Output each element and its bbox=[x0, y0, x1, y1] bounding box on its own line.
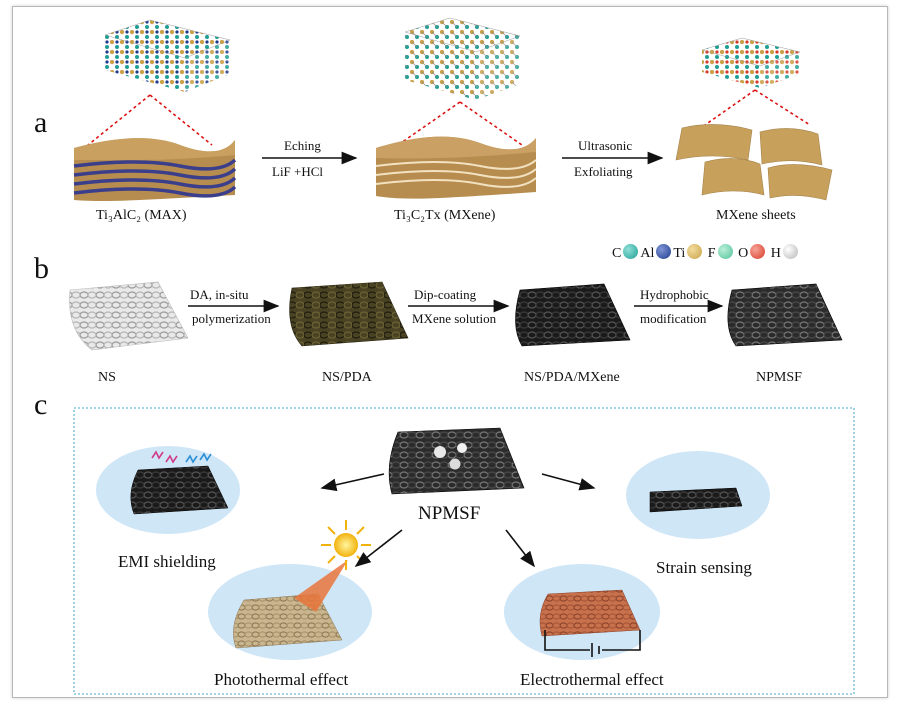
panel-label-b: b bbox=[34, 252, 49, 285]
electrothermal-fabric-icon bbox=[539, 589, 641, 657]
strain-sensing-label: Strain sensing bbox=[656, 558, 752, 577]
arrow-b2-top-label: Dip-coating bbox=[414, 287, 477, 302]
oxygen-atom-icon bbox=[750, 244, 766, 259]
photothermal-fabric-icon bbox=[233, 560, 348, 649]
legend-o-symbol: O bbox=[738, 246, 749, 261]
figure-frame bbox=[12, 6, 888, 698]
arrow-b1-top-label: DA, in-situ bbox=[190, 287, 249, 302]
npmsf-center-label: NPMSF bbox=[418, 503, 481, 524]
mxene-slab-icon bbox=[375, 136, 537, 199]
max-label: Ti₃AlC₂ (MAX) bbox=[96, 208, 187, 223]
strain-fabric-icon bbox=[649, 487, 743, 513]
mxene-label: Ti₃C₂Tx (MXene) bbox=[394, 208, 496, 223]
legend-ti-symbol: Ti bbox=[673, 246, 686, 261]
max-slab-icon bbox=[73, 138, 237, 201]
fluorine-atom-icon bbox=[717, 244, 733, 259]
element-legend: C Al Ti F O H bbox=[612, 244, 800, 262]
emi-fabric-icon bbox=[130, 450, 229, 515]
mxene-crystal-icon bbox=[404, 17, 521, 100]
sun-icon bbox=[321, 520, 371, 570]
arrow1-bottom-label: LiF +HCl bbox=[272, 164, 324, 179]
ns-label: NS bbox=[98, 370, 116, 385]
ns-pda-label: NS/PDA bbox=[322, 370, 372, 385]
sheet-crystal-icon bbox=[701, 37, 801, 88]
photothermal-label: Photothermal effect bbox=[214, 670, 349, 689]
panel-label-c: c bbox=[34, 388, 48, 421]
max-crystal-icon bbox=[104, 19, 231, 92]
hydrogen-atom-icon bbox=[782, 244, 798, 259]
mxene-sheets-label: MXene sheets bbox=[716, 208, 796, 223]
arrow1-top-label: Eching bbox=[284, 138, 321, 153]
ns-pda-mxene-fabric-icon bbox=[515, 283, 631, 347]
legend-c-symbol: C bbox=[612, 246, 622, 261]
arrow-b2-bottom-label: MXene solution bbox=[412, 311, 497, 326]
aluminium-atom-icon bbox=[656, 244, 672, 259]
panel-label-a: a bbox=[34, 106, 48, 139]
ns-pda-mxene-label: NS/PDA/MXene bbox=[524, 370, 620, 385]
arrow2-top-label: Ultrasonic bbox=[578, 138, 633, 153]
carbon-atom-icon bbox=[623, 244, 639, 259]
arrow-b3-top-label: Hydrophobic bbox=[640, 287, 709, 302]
titanium-atom-icon bbox=[687, 244, 703, 259]
ns-pda-fabric-icon bbox=[289, 281, 409, 347]
legend-al-symbol: Al bbox=[640, 246, 655, 261]
mxene-sheets-icon bbox=[675, 124, 833, 201]
legend-f-symbol: F bbox=[707, 246, 716, 261]
npmsf-center-fabric-icon bbox=[388, 427, 525, 495]
application-box bbox=[73, 407, 855, 695]
legend-h-symbol: H bbox=[770, 246, 781, 261]
arrow2-bottom-label: Exfoliating bbox=[574, 164, 633, 179]
npmsf-label: NPMSF bbox=[756, 370, 802, 385]
arrow-b3-bottom-label: modification bbox=[640, 311, 707, 326]
ns-fabric-icon bbox=[69, 281, 189, 351]
electrothermal-label: Electrothermal effect bbox=[520, 670, 664, 689]
emi-shielding-label: EMI shielding bbox=[118, 552, 216, 571]
npmsf-fabric-icon bbox=[727, 283, 843, 347]
arrow-b1-bottom-label: polymerization bbox=[192, 311, 271, 326]
